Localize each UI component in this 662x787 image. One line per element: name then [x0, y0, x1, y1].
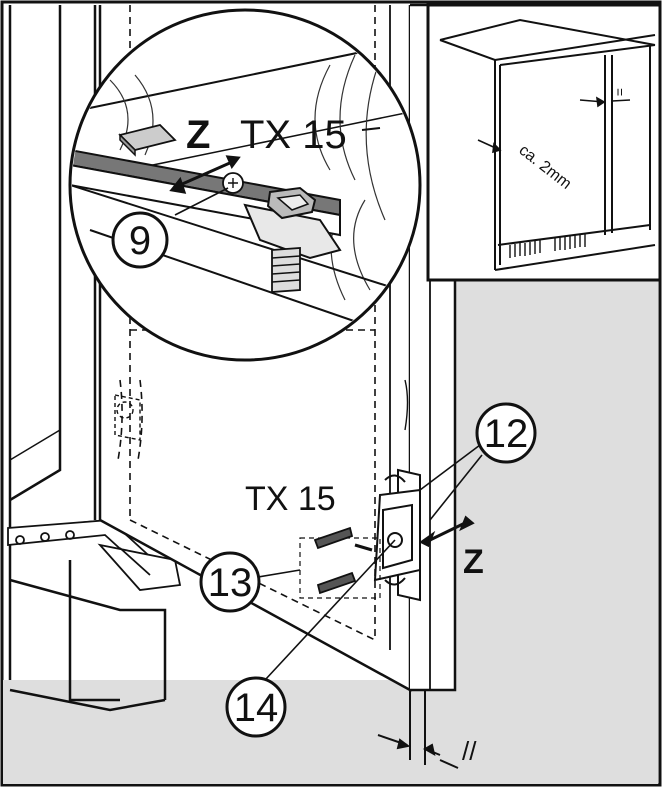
parallel-mark-top: = [612, 88, 628, 96]
floor-background [3, 680, 430, 784]
callout-9-number: 9 [129, 219, 151, 263]
callout-12-number: 12 [484, 412, 529, 456]
axis-label-z-bottom: Z [463, 543, 484, 581]
callout-9-leader [174, 187, 229, 216]
inset-gap-arrows [477, 96, 631, 154]
callout-14-number: 14 [234, 686, 279, 730]
callout-13: 13 [199, 551, 261, 613]
tool-label-top: TX 15 [240, 113, 347, 157]
tx15-leader-top [361, 127, 381, 131]
inset-vent-grille [509, 234, 586, 258]
wall-background [430, 280, 658, 784]
upper-hinge-ghost [114, 394, 141, 441]
callout-13-number: 13 [208, 561, 253, 605]
axis-label-z-top: Z [186, 113, 210, 157]
door-hinge-bracket [373, 379, 421, 602]
parallel-mark-bottom: // [462, 736, 477, 766]
callout-12: 12 [475, 402, 537, 464]
z-arrow-top [169, 155, 241, 194]
cabinet-body [8, 5, 167, 712]
callout-14: 14 [225, 676, 287, 738]
hinge-screws [299, 526, 381, 599]
zoom-detail-circle [68, 8, 422, 362]
tool-label-bottom: TX 15 [245, 480, 336, 518]
inset-panel [426, 3, 662, 282]
gap-indicator-bottom [377, 690, 459, 769]
callout-9: 9 [111, 211, 169, 269]
z-arrow-bottom [419, 515, 475, 548]
